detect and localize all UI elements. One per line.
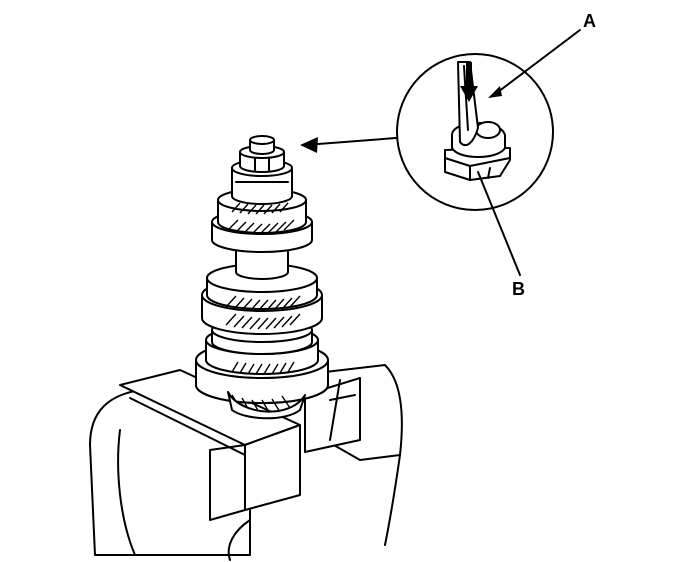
vise <box>89 364 403 561</box>
detail-circle <box>396 53 554 211</box>
gear-stack <box>195 135 329 420</box>
leader-line-a <box>493 29 581 96</box>
push-down-arrow-icon <box>460 62 478 102</box>
leader-line-b <box>477 171 521 276</box>
arrow-right-to-left-icon <box>300 137 397 153</box>
callout-label-b: B <box>512 279 525 299</box>
callout-label-a: A <box>583 11 596 31</box>
